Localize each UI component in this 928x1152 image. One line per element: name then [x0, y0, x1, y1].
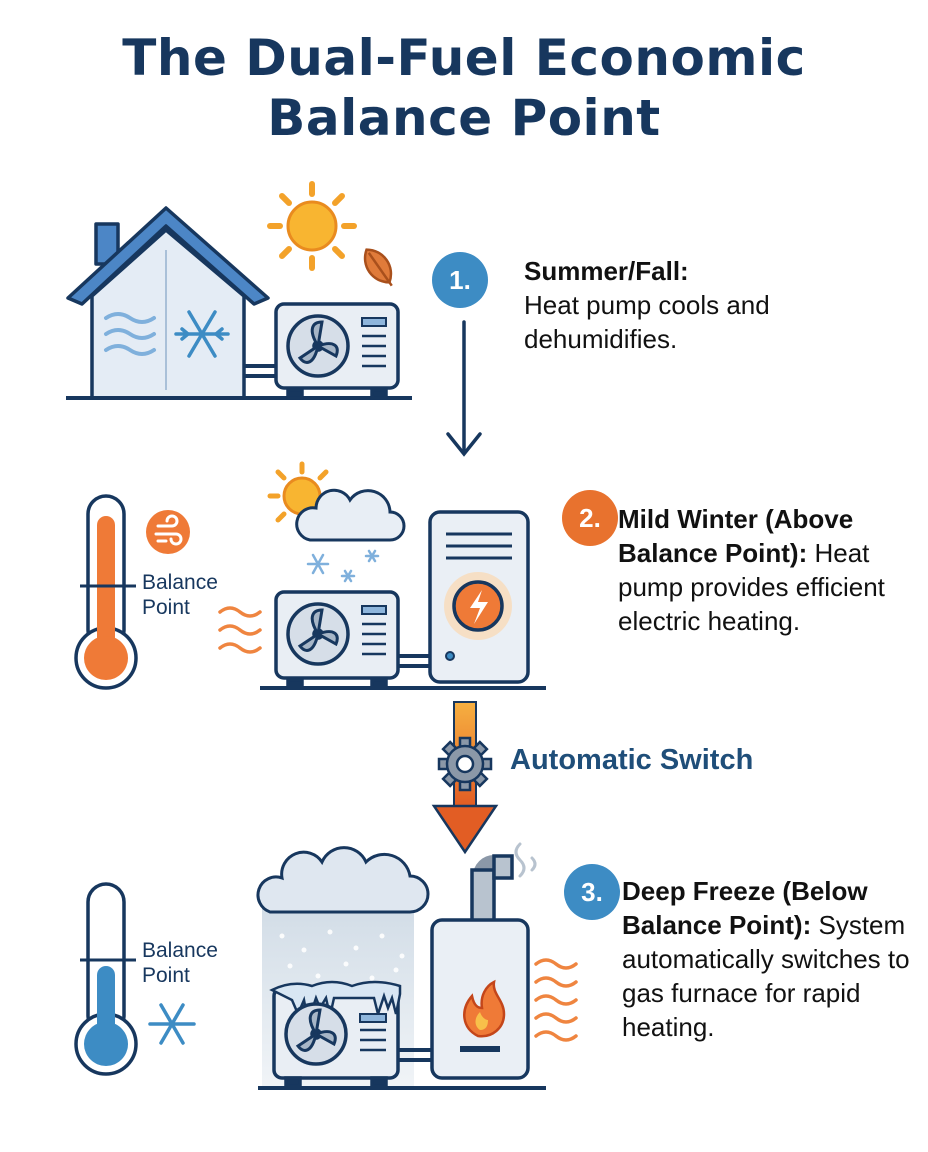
balance-point-label-cold: Balance Point: [142, 939, 218, 987]
step-1-text: Summer/Fall: Heat pump cools and dehumid…: [524, 254, 904, 356]
step-2-body: Heat pump provides efficient electric he…: [618, 538, 885, 636]
house-icon: [66, 206, 412, 400]
balance-point-label-warm: Balance Point: [142, 571, 218, 619]
heat-waves-icon: [534, 958, 578, 1042]
snowflake-icon: [174, 310, 230, 358]
step-3-body: System automatically switches to gas fur…: [622, 910, 910, 1042]
gas-furnace-icon: [430, 842, 537, 1080]
step-2-badge: 2.: [562, 490, 618, 546]
frozen-heat-pump-icon: [269, 980, 432, 1088]
heat-pump-unit-icon: [244, 302, 400, 400]
partly-cloudy-icon: [267, 461, 406, 542]
leaf-icon: [363, 248, 393, 287]
page-title: The Dual-Fuel Economic Balance Point: [0, 28, 928, 148]
step-1-badge: 1.: [432, 252, 488, 308]
title-line-1: The Dual-Fuel Economic: [122, 29, 806, 87]
down-arrow-icon: [446, 320, 482, 457]
snowflake-icon: [148, 1003, 196, 1045]
step-2-text: Mild Winter (Above Balance Point): Heat …: [618, 502, 898, 638]
thermometer-cold-icon: [74, 882, 138, 1076]
sun-icon: [267, 181, 357, 271]
gear-icon: [437, 736, 493, 792]
step-3-text: Deep Freeze (Below Balance Point): Syste…: [622, 874, 918, 1044]
step-2-heading: Mild Winter (Above Balance Point):: [618, 504, 854, 568]
electric-furnace-icon: [428, 510, 530, 684]
automatic-switch-label: Automatic Switch: [510, 744, 754, 776]
heat-pump-unit-icon: [274, 590, 430, 690]
heat-waves-icon: [218, 606, 262, 654]
wind-icon: [146, 510, 190, 554]
thermometer-warm-icon: [74, 494, 138, 690]
step-1-body: Heat pump cools and dehumidifies.: [524, 290, 770, 354]
step-3-heading: Deep Freeze (Below Balance Point):: [622, 876, 868, 940]
airflow-icon: [104, 312, 156, 356]
snowflakes-icon: [306, 549, 380, 583]
title-line-2: Balance Point: [267, 89, 661, 147]
step-1-heading: Summer/Fall:: [524, 256, 689, 286]
step-3-badge: 3.: [564, 864, 620, 920]
